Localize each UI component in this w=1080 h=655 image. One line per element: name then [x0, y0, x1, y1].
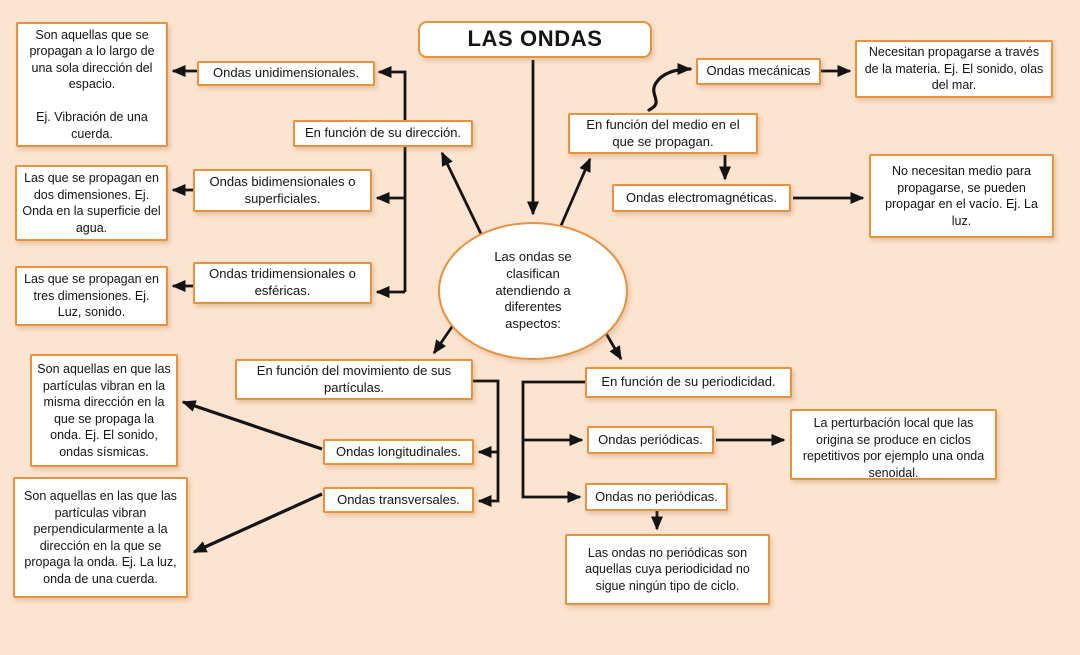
desc-ondas-mecanicas: Necesitan propagarse a través de la mate… — [855, 40, 1053, 98]
node-en-funcion-movimiento: En función del movimiento de sus partícu… — [235, 359, 473, 400]
desc-ondas-electromagneticas: No necesitan medio para propagarse, se p… — [869, 154, 1054, 238]
desc-ondas-tridimensionales: Las que se propagan en tres dimensiones.… — [15, 266, 168, 326]
node-ondas-mecanicas: Ondas mecánicas — [696, 58, 821, 85]
desc-ondas-transversales: Son aquellas en las que las partículas v… — [13, 477, 188, 598]
node-ondas-tridimensionales: Ondas tridimensionales o esféricas. — [193, 262, 372, 304]
node-en-funcion-periodicidad: En función de su periodicidad. — [585, 367, 792, 398]
node-ondas-longitudinales: Ondas longitudinales. — [323, 439, 474, 465]
node-ondas-electromagneticas: Ondas electromagnéticas. — [612, 184, 791, 212]
node-ondas-periodicas: Ondas periódicas. — [587, 426, 714, 454]
desc-ondas-no-periodicas: Las ondas no periódicas son aquellas cuy… — [565, 534, 770, 605]
center-node: Las ondas se clasifican atendiendo a dif… — [438, 222, 628, 360]
arrow-longitudinales-desc — [181, 400, 323, 451]
diagram-title: LAS ONDAS — [418, 21, 652, 58]
node-en-funcion-medio: En función del medio en el que se propag… — [568, 113, 758, 154]
arrow-center-to-periodicidad — [602, 329, 623, 361]
desc-ondas-periodicas: La perturbación local que las origina se… — [790, 409, 997, 480]
node-ondas-unidimensionales: Ondas unidimensionales. — [197, 61, 375, 86]
arrow-center-to-direccion — [440, 151, 486, 241]
node-ondas-transversales: Ondas transversales. — [323, 487, 474, 513]
node-ondas-no-periodicas: Ondas no periódicas. — [585, 483, 728, 511]
desc-ondas-unidimensionales: Son aquellas que se propagan a lo largo … — [16, 22, 168, 147]
trunk-movimiento — [473, 379, 500, 507]
desc-ondas-bidimensionales: Las que se propagan en dos dimensiones. … — [15, 165, 168, 241]
desc-ondas-longitudinales: Son aquellas en que las partículas vibra… — [30, 354, 178, 467]
trunk-direccion — [377, 66, 407, 292]
arrow-center-to-medio — [558, 157, 592, 229]
node-ondas-bidimensionales: Ondas bidimensionales o superficiales. — [193, 169, 372, 212]
arrow-transversales-desc — [192, 492, 323, 554]
node-en-funcion-direccion: En función de su dirección. — [293, 120, 473, 147]
curve-medio-to-mecanicas — [647, 63, 692, 112]
